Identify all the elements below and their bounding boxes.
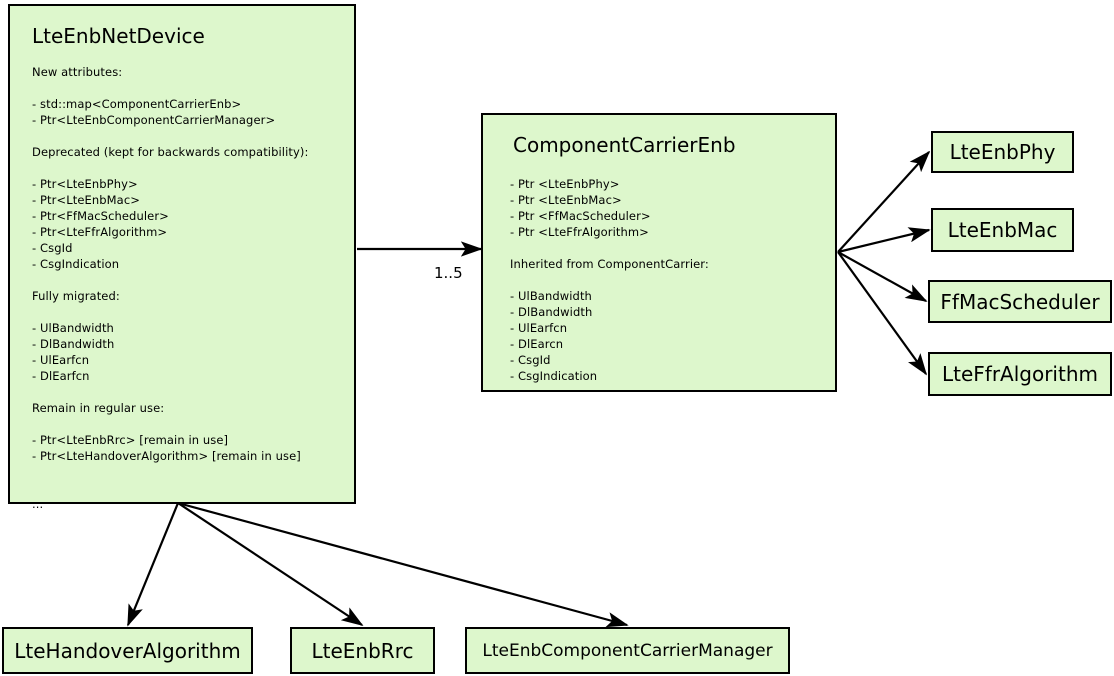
section-item: - Ptr<LteEnbRrc> [remain in use] [32, 433, 229, 447]
class-box-lte-enb-mac[interactable]: LteEnbMac [931, 208, 1074, 252]
class-title-lte-enb-net-device: LteEnbNetDevice [32, 24, 205, 48]
section-item: - Ptr<LteEnbMac> [32, 193, 140, 207]
section-heading: New attributes: [32, 65, 123, 79]
section-item: - CsgIndication [510, 369, 598, 383]
class-box-lte-handover-algorithm[interactable]: LteHandoverAlgorithm [2, 627, 253, 674]
section-item: - CsgId [32, 241, 73, 255]
section-item: - DlBandwidth [32, 337, 115, 351]
class-title-lte-enb-phy: LteEnbPhy [949, 140, 1056, 164]
class-box-component-carrier-enb[interactable]: ComponentCarrierEnb - Ptr <LteEnbPhy> - … [481, 113, 837, 392]
section-item: - CsgIndication [32, 257, 120, 271]
section-item: - CsgId [510, 353, 551, 367]
section-item: - UlEarfcn [510, 321, 568, 335]
section-heading: Remain in regular use: [32, 401, 165, 415]
class-box-lte-ffr-algorithm[interactable]: LteFfrAlgorithm [928, 352, 1112, 396]
section-heading: Deprecated (kept for backwards compatibi… [32, 145, 309, 159]
section-item: - Ptr <FfMacScheduler> [510, 209, 651, 223]
class-body-lte-enb-net-device: New attributes:- std::map<ComponentCarri… [32, 64, 308, 512]
section-heading: ... [32, 497, 44, 511]
edge-componentcarrier-to-ffmacscheduler [837, 251, 928, 302]
section-item: - Ptr<LteFfrAlgorithm> [32, 225, 168, 239]
class-title-lte-enb-rrc: LteEnbRrc [311, 638, 414, 663]
class-body-component-carrier-enb: - Ptr <LteEnbPhy> - Ptr <LteEnbMac> - Pt… [510, 176, 709, 384]
section-item: - DlEarcn [510, 337, 564, 351]
class-title-ff-mac-scheduler: FfMacScheduler [940, 289, 1100, 314]
class-box-lte-enb-net-device[interactable]: LteEnbNetDevice New attributes:- std::ma… [8, 4, 356, 511]
section-item: - DlEarfcn [32, 369, 90, 383]
class-title-lte-handover-algorithm: LteHandoverAlgorithm [14, 638, 241, 663]
section-item: - Ptr<LteEnbPhy> [32, 177, 138, 191]
edge-netdevice-to-lteenbrrc [177, 502, 364, 626]
section-heading: Inherited from ComponentCarrier: [510, 257, 709, 271]
class-title-lte-ffr-algorithm: LteFfrAlgorithm [941, 362, 1098, 386]
edge-netdevice-to-ltehandoveralgorithm [126, 502, 180, 627]
section-item: - Ptr <LteEnbMac> [510, 193, 622, 207]
edge-componentcarrier-to-lteenbphy [837, 150, 931, 253]
section-item: - UlBandwidth [510, 289, 592, 303]
class-title-component-carrier-enb: ComponentCarrierEnb [513, 133, 736, 157]
class-box-ff-mac-scheduler[interactable]: FfMacScheduler [928, 280, 1112, 323]
edge-label-multiplicity: 1..5 [434, 264, 463, 282]
section-item: - UlEarfcn [32, 353, 90, 367]
section-item: - Ptr <LteFfrAlgorithm> [510, 225, 649, 239]
section-item: - Ptr<LteHandoverAlgorithm> [remain in u… [32, 449, 301, 463]
section-heading: Fully migrated: [32, 289, 120, 303]
section-item: - UlBandwidth [32, 321, 114, 335]
class-title-lte-enb-mac: LteEnbMac [947, 218, 1058, 242]
section-item: - Ptr <LteEnbPhy> [510, 177, 620, 191]
section-item: - DlBandwidth [510, 305, 593, 319]
section-item: - Ptr<FfMacScheduler> [32, 209, 169, 223]
class-box-lte-enb-phy[interactable]: LteEnbPhy [931, 131, 1074, 173]
section-item: - Ptr<LteEnbComponentCarrierManager> [32, 113, 276, 127]
class-box-lte-enb-component-carrier-manager[interactable]: LteEnbComponentCarrierManager [465, 627, 790, 674]
edge-netdevice-to-lteenbcomponentcarriermanager [177, 501, 629, 628]
section-item: - std::map<ComponentCarrierEnb> [32, 97, 242, 111]
edge-componentcarrier-to-lteffralgorithm [837, 251, 928, 376]
class-box-lte-enb-rrc[interactable]: LteEnbRrc [290, 627, 435, 674]
class-title-lte-enb-component-carrier-manager: LteEnbComponentCarrierManager [482, 640, 773, 661]
edge-componentcarrier-to-lteenbmac [837, 227, 931, 254]
